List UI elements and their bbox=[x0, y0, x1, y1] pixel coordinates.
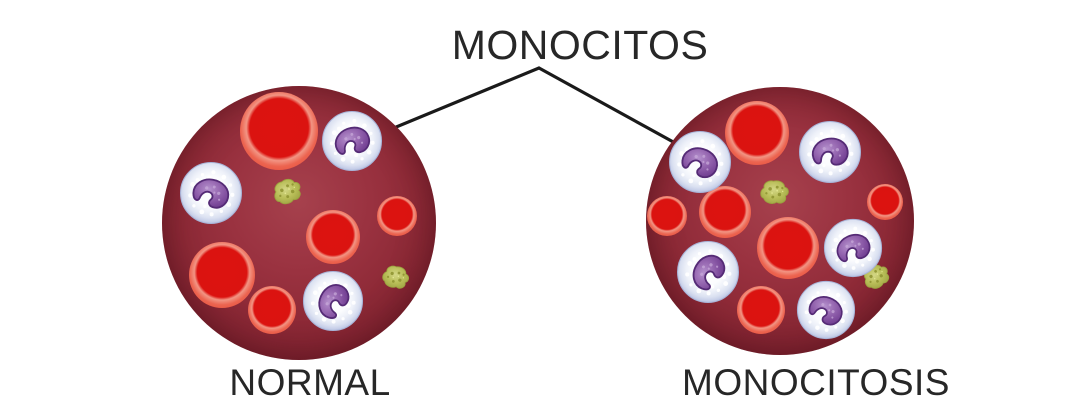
monocyte-cell bbox=[321, 110, 383, 172]
monocyte-cell bbox=[179, 161, 243, 225]
monocyte-cell bbox=[798, 120, 862, 184]
red-blood-cell bbox=[757, 217, 819, 279]
red-blood-cell bbox=[725, 101, 789, 165]
granule-cell bbox=[382, 265, 410, 289]
granule-cell bbox=[760, 180, 789, 204]
monocyte-cell bbox=[823, 218, 883, 278]
red-blood-cell bbox=[306, 210, 360, 264]
red-blood-cell bbox=[240, 92, 318, 170]
red-blood-cell bbox=[189, 242, 255, 308]
red-blood-cell bbox=[699, 186, 751, 238]
monocyte-cell bbox=[676, 240, 740, 304]
red-blood-cell bbox=[867, 184, 903, 220]
monocyte-cell bbox=[668, 130, 732, 194]
red-blood-cell bbox=[248, 286, 296, 334]
red-blood-cell bbox=[377, 196, 417, 236]
monocyte-cell bbox=[302, 270, 364, 332]
sample-label-monocytosis: MONOCITOSIS bbox=[682, 362, 950, 401]
sample-label-normal: NORMAL bbox=[229, 362, 391, 401]
blood-sample-normal bbox=[162, 86, 436, 360]
diagram-title: MONOCITOS bbox=[451, 22, 709, 68]
red-blood-cell bbox=[647, 196, 687, 236]
monocyte-cell bbox=[796, 280, 856, 340]
red-blood-cell bbox=[737, 286, 785, 334]
granule-cell bbox=[274, 178, 301, 205]
blood-sample-monocytosis bbox=[646, 87, 914, 355]
